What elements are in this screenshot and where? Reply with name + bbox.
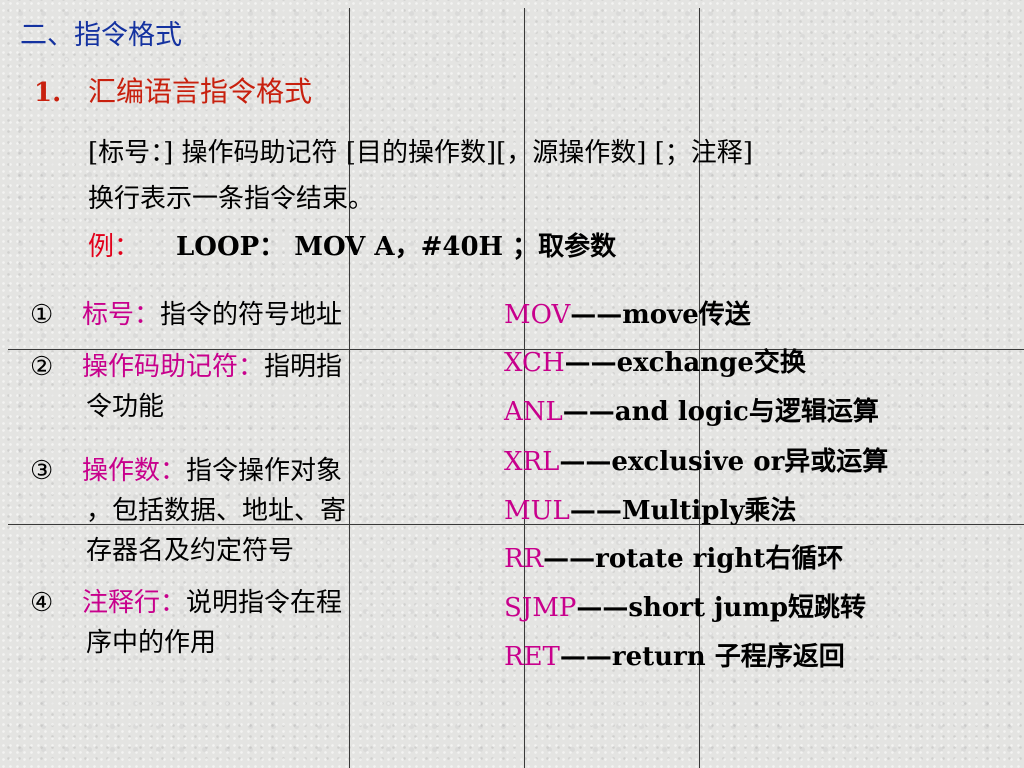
list-item: ④ 注释行：说明指令在程 xyxy=(30,590,342,616)
example-label: 例： xyxy=(88,232,141,262)
mnemonic-code: ANL xyxy=(504,397,563,427)
item-continuation: 存器名及约定符号 xyxy=(86,536,295,566)
item-term: 标号： xyxy=(82,300,161,330)
subsection-title: 汇编语言指令格式 xyxy=(88,75,313,108)
line-end-note: 换行表示一条指令结束。 xyxy=(88,184,375,214)
item-number: ④ xyxy=(30,588,54,618)
mnemonic-code: SJMP xyxy=(504,593,577,623)
grid-line-horizontal xyxy=(8,349,1024,350)
item-number: ② xyxy=(30,352,54,382)
page-title: 二、指令格式 xyxy=(20,20,182,51)
grid-line-horizontal xyxy=(8,524,1024,525)
item-continuation: 令功能 xyxy=(86,392,165,422)
item-term: 操作数： xyxy=(82,456,187,486)
mnemonic-row: RET——return 子程序返回 xyxy=(504,644,845,670)
mnemonic-row: MOV——move传送 xyxy=(504,302,751,328)
grid-line-vertical xyxy=(349,8,350,768)
subsection-number: 1. xyxy=(34,78,62,108)
instruction-format-line: [标号：] 操作码助记符 [目的操作数][，源操作数] [；注释] xyxy=(88,138,753,168)
mnemonic-desc: ——short jump短跳转 xyxy=(576,593,867,623)
mnemonic-row: MUL——Multiply乘法 xyxy=(504,498,796,524)
example-line: 例： LOOP： MOV A，#40H ；取参数 xyxy=(88,234,616,260)
mnemonic-desc: ——exclusive or异或运算 xyxy=(559,447,889,477)
item-desc: 指令的符号地址 xyxy=(160,300,343,330)
mnemonic-code: MOV xyxy=(504,300,571,330)
list-item: ① 标号：指令的符号地址 xyxy=(30,302,342,328)
list-item: ③ 操作数：指令操作对象 xyxy=(30,458,342,484)
item-desc: 说明指令在程 xyxy=(186,588,343,618)
mnemonic-code: RET xyxy=(504,642,560,672)
grid-line-vertical xyxy=(524,8,525,768)
mnemonic-code: MUL xyxy=(504,496,570,526)
mnemonic-row: XRL——exclusive or异或运算 xyxy=(504,449,888,475)
mnemonic-desc: ——Multiply乘法 xyxy=(569,496,797,526)
example-code: LOOP： MOV A，#40H ；取参数 xyxy=(176,232,617,262)
item-desc: 指明指 xyxy=(264,352,343,382)
mnemonic-code: RR xyxy=(504,544,544,574)
mnemonic-row: SJMP——short jump短跳转 xyxy=(504,595,866,621)
item-term: 注释行： xyxy=(82,588,187,618)
mnemonic-desc: ——return 子程序返回 xyxy=(559,642,845,672)
mnemonic-code: XRL xyxy=(504,447,560,477)
item-number: ③ xyxy=(30,456,54,486)
mnemonic-code: XCH xyxy=(504,348,565,378)
mnemonic-desc: ——move传送 xyxy=(570,300,751,330)
mnemonic-desc: ——and logic与逻辑运算 xyxy=(562,397,879,427)
item-term: 操作码助记符： xyxy=(82,352,265,382)
item-desc: 指令操作对象 xyxy=(186,456,343,486)
mnemonic-desc: ——rotate right右循环 xyxy=(543,544,844,574)
mnemonic-row: XCH——exchange交换 xyxy=(504,350,806,376)
item-number: ① xyxy=(30,300,54,330)
list-item: ② 操作码助记符：指明指 xyxy=(30,354,342,380)
grid-line-vertical xyxy=(699,8,700,768)
mnemonic-desc: ——exchange交换 xyxy=(564,348,806,378)
item-continuation: 序中的作用 xyxy=(86,628,217,658)
mnemonic-row: ANL——and logic与逻辑运算 xyxy=(504,399,879,425)
item-continuation: ，包括数据、地址、寄 xyxy=(86,496,347,526)
mnemonic-row: RR——rotate right右循环 xyxy=(504,546,843,572)
